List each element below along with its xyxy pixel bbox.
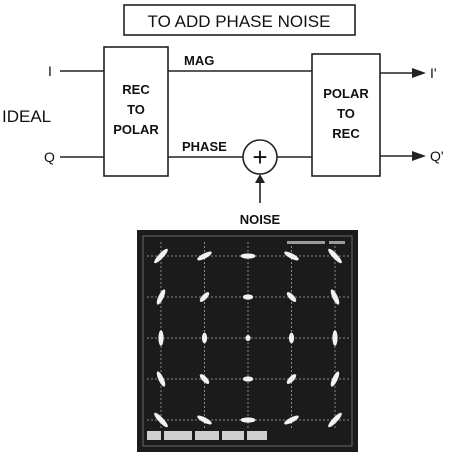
- constellation-point: [240, 253, 255, 258]
- constellation-point: [243, 376, 254, 381]
- rec-to-polar-line2: TO: [127, 102, 145, 117]
- constellation-point: [243, 294, 254, 299]
- polar-to-rec-line2: TO: [337, 106, 355, 121]
- constellation-display: [137, 230, 358, 452]
- noise-arrow-icon: [255, 174, 265, 183]
- ideal-label: IDEAL: [2, 107, 51, 126]
- adder-symbol: +: [252, 142, 267, 172]
- output-i-label: I': [430, 65, 437, 81]
- input-q-label: Q: [44, 149, 55, 165]
- diagram-title: TO ADD PHASE NOISE: [148, 12, 331, 31]
- constellation-point: [332, 330, 337, 346]
- output-q-label: Q': [430, 148, 444, 164]
- input-i-label: I: [48, 63, 52, 79]
- constellation-point: [240, 417, 255, 422]
- constellation-point: [245, 335, 250, 341]
- rec-to-polar-line3: POLAR: [113, 122, 159, 137]
- phase-noise-block-diagram: TO ADD PHASE NOISE I IDEAL Q REC TO POLA…: [0, 0, 451, 230]
- scope-readout-bottom: [147, 431, 267, 440]
- noise-label: NOISE: [240, 212, 281, 227]
- constellation-point: [158, 330, 163, 346]
- constellation-point: [289, 333, 294, 344]
- polar-to-rec-line3: REC: [332, 126, 360, 141]
- output-i-arrow-icon: [412, 68, 426, 78]
- phase-label: PHASE: [182, 139, 227, 154]
- scope-readout-top: [287, 241, 345, 244]
- polar-to-rec-line1: POLAR: [323, 86, 369, 101]
- mag-label: MAG: [184, 53, 214, 68]
- rec-to-polar-line1: REC: [122, 82, 150, 97]
- constellation-point: [202, 333, 207, 344]
- output-q-arrow-icon: [412, 151, 426, 161]
